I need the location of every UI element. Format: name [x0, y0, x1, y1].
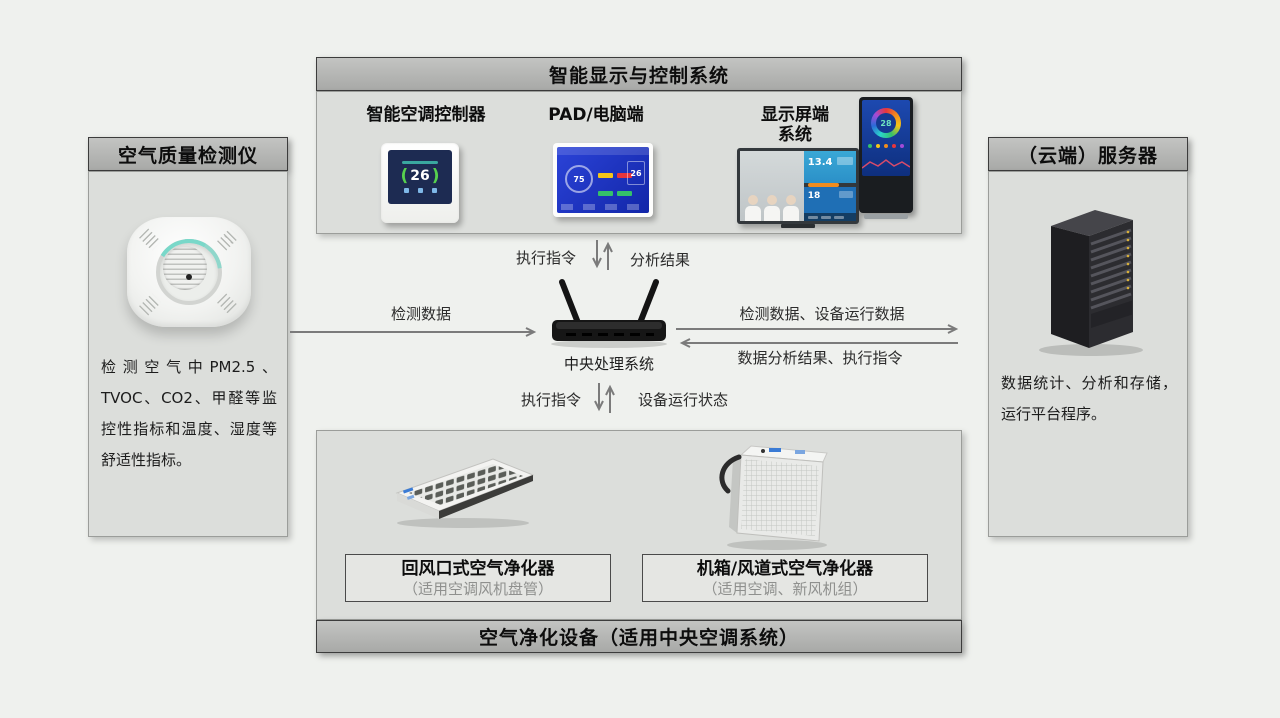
thermostat-icons	[403, 188, 437, 193]
duct-purifier-name: 机箱/风道式空气净化器	[696, 559, 874, 579]
thermostat-device-image: ( 26 )	[381, 143, 459, 223]
kiosk-wave-chart	[862, 159, 910, 169]
label-exec-cmd-bottom: 执行指令	[520, 391, 581, 409]
thermostat-temp-value: 26	[410, 168, 430, 184]
detector-center-dot	[186, 274, 192, 280]
pad-temp-card: 26	[627, 161, 645, 185]
kiosk-screen: 28	[862, 100, 910, 176]
tv-photo-area	[740, 151, 804, 221]
tv-device-image: 13.4 18	[737, 148, 859, 228]
top-panel-title: 智能显示与控制系统	[548, 64, 729, 87]
duct-purifier-note: （适用空调、新风机组）	[702, 580, 868, 598]
label-analysis-result: 分析结果	[629, 251, 690, 269]
tv-chip2	[838, 190, 853, 198]
duct-purifier-tag: 机箱/风道式空气净化器 （适用空调、新风机组）	[642, 554, 928, 602]
central-processing-label: 中央处理系统	[563, 355, 654, 373]
right-panel-body: 数据统计、分析和存储，运行平台程序。	[988, 171, 1188, 537]
pad-device-image: 75 26	[553, 143, 653, 217]
person-figure	[782, 195, 800, 221]
left-panel-title: 空气质量检测仪	[117, 144, 258, 167]
bottom-panel-title: 空气净化设备（适用中央空调系统）	[478, 627, 799, 649]
tv-top-value: 13.4	[807, 157, 833, 168]
pad-temp-value: 26	[630, 168, 642, 178]
return-air-purifier-note: （适用空调风机盘管）	[402, 580, 553, 598]
pad-pill-green2	[617, 191, 632, 196]
air-quality-detector-image	[127, 217, 251, 327]
pad-pill-red	[617, 173, 632, 178]
bottom-panel-body: 回风口式空气净化器 （适用空调风机盘管） 机箱/风道式空气净化器 （适用空调、新…	[316, 430, 962, 620]
tv-chip	[836, 157, 853, 165]
label-exec-cmd-top: 执行指令	[515, 249, 576, 267]
return-air-purifier-name: 回风口式空气净化器	[401, 559, 555, 579]
detector-vent	[139, 228, 161, 251]
kiosk-device-image: 28	[859, 97, 913, 219]
label-device-status: 设备运行状态	[637, 391, 728, 409]
pad-gauge-value: 75	[573, 174, 585, 184]
kiosk-dots	[862, 144, 910, 148]
duct-purifier-image	[719, 445, 828, 550]
left-panel-header: 空气质量检测仪	[88, 137, 288, 171]
server-rack-image	[1039, 210, 1143, 356]
label-detect-device-data: 检测数据、设备运行数据	[739, 305, 905, 323]
person-figure	[763, 195, 781, 221]
right-panel-description: 数据统计、分析和存储，运行平台程序。	[1001, 374, 1177, 423]
bottom-panel-header: 空气净化设备（适用中央空调系统）	[316, 620, 962, 653]
pad-gauge: 75	[565, 165, 593, 193]
pad-label: PAD/电脑端	[548, 105, 644, 125]
left-panel-description: 检测空气中PM2.5、TVOC、CO2、甲醛等监控性指标和温度、湿度等舒适性指标…	[101, 358, 277, 469]
person-figure	[744, 195, 762, 221]
top-panel-body: 智能空调控制器 ( 26 ) PAD/电脑端 75	[316, 91, 962, 234]
return-air-purifier-image	[395, 458, 535, 528]
display-system-label: 显示屏端系统	[761, 105, 829, 145]
pad-statusbar	[557, 147, 649, 155]
kiosk-value: 28	[880, 118, 892, 128]
controller-label: 智能空调控制器	[366, 105, 486, 125]
gauge-arc-left: (	[400, 166, 409, 186]
detector-vent	[139, 293, 161, 316]
pad-pill-yellow	[598, 173, 613, 178]
pad-screen: 75 26	[557, 147, 649, 213]
kiosk-rainbow-gauge: 28	[871, 108, 901, 138]
label-detect-data: 检测数据	[390, 305, 451, 323]
gauge-arc-right: )	[431, 166, 440, 186]
left-panel-body: 检测空气中PM2.5、TVOC、CO2、甲醛等监控性指标和温度、湿度等舒适性指标…	[88, 171, 288, 537]
tv-bottom-value: 18	[807, 190, 821, 201]
detector-vent	[217, 293, 239, 316]
detector-vent	[217, 228, 239, 251]
tv-orange-bar	[807, 182, 840, 187]
tv-dashboard: 13.4 18	[803, 151, 856, 221]
right-panel-header: （云端）服务器	[988, 137, 1188, 171]
right-panel-title: （云端）服务器	[1017, 144, 1158, 167]
label-analysis-exec: 数据分析结果、执行指令	[737, 349, 903, 367]
kiosk-stand	[864, 214, 908, 219]
detector-grille	[163, 246, 207, 290]
thermostat-screen: ( 26 )	[388, 150, 452, 204]
router-image	[551, 279, 667, 348]
return-air-purifier-tag: 回风口式空气净化器 （适用空调风机盘管）	[345, 554, 611, 602]
thermostat-topbar	[402, 161, 438, 164]
tv-footer-strip	[803, 213, 856, 221]
tv-stand	[781, 224, 815, 228]
pad-pill-green	[598, 191, 613, 196]
pad-bottom-row	[561, 204, 645, 210]
top-panel-header: 智能显示与控制系统	[316, 57, 962, 91]
